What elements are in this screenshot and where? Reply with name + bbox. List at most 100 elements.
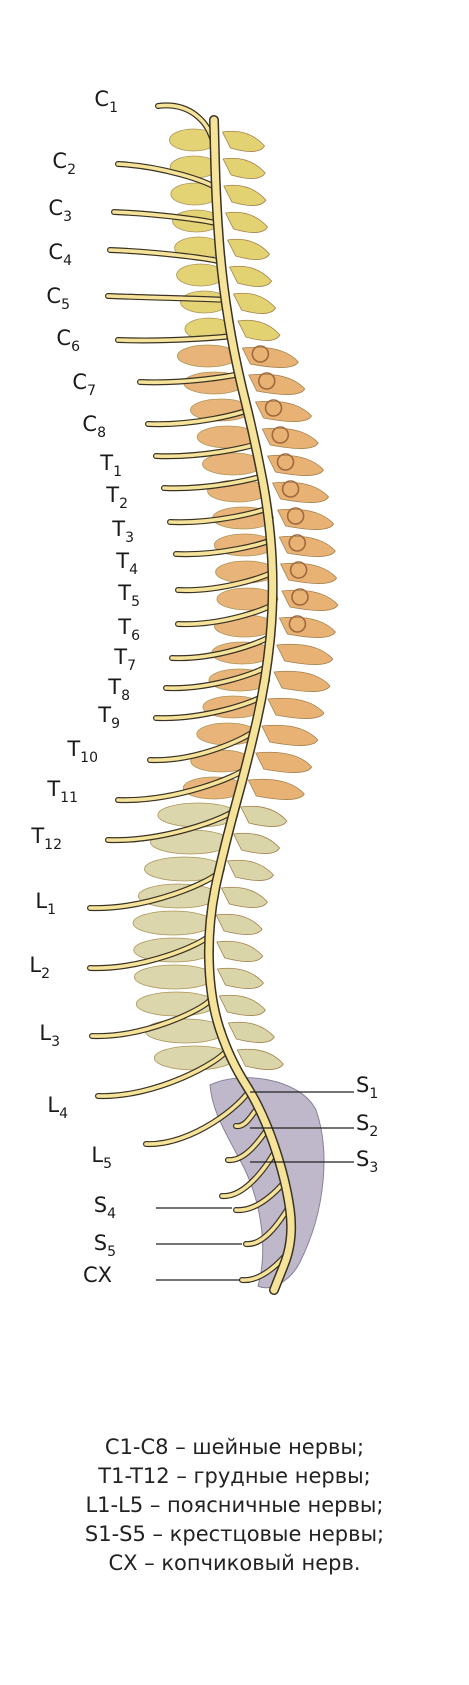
nerve-label-index: 1 [369, 1086, 378, 1102]
spinous-process [232, 832, 281, 854]
rib-head [257, 372, 276, 390]
nerve-label: T8 [107, 675, 130, 704]
spinal-nerve [96, 1048, 229, 1098]
vertebra [134, 964, 215, 990]
rib-head [264, 399, 283, 417]
legend-line-sacral: S1-S5 – крестцовые нервы; [84, 1522, 385, 1546]
nerve-label: C8 [82, 412, 106, 441]
nerve-label: L4 [47, 1093, 68, 1122]
spinous-process [254, 400, 312, 422]
spinous-process [215, 913, 263, 935]
nerve-label-letter: T [99, 451, 113, 475]
nerve-label: T6 [117, 615, 140, 644]
nerve-label: T3 [111, 517, 134, 546]
rib-head [281, 480, 300, 498]
spinous-process [226, 238, 271, 260]
nerve-label-letter: S [356, 1073, 369, 1097]
nerve-label-letter: C [52, 149, 67, 173]
nerve-label-index: 2 [369, 1124, 378, 1140]
spinous-process [247, 778, 305, 800]
nerve-label-letter: S [94, 1231, 107, 1255]
spinous-process [216, 967, 264, 989]
nerve-label-letter: C [82, 412, 97, 436]
spinous-process [226, 859, 274, 881]
spinous-process [279, 562, 338, 584]
nerve-label-letter: T [111, 517, 125, 541]
nerve-label-letter: C [48, 240, 63, 264]
nerve-label-index: 10 [80, 750, 98, 766]
legend-line-cervical: C1-C8 – шейные нервы; [104, 1435, 365, 1459]
vertebra [137, 883, 219, 909]
label-leader-lines [156, 1091, 354, 1281]
spinal-cord [205, 116, 295, 1294]
rib-head [291, 588, 309, 606]
nerve-label-index: 3 [63, 209, 72, 225]
spinous-process [273, 670, 331, 692]
spinous-process [220, 886, 268, 908]
spinous-process [232, 292, 277, 314]
nerve-label: S5 [94, 1231, 116, 1260]
spinous-process [267, 697, 325, 719]
nerve-label-letter: L [35, 889, 47, 913]
legend-line-lumbar: L1-L5 – поясничные нервы; [85, 1493, 384, 1517]
nerve-label-letter: C [56, 326, 71, 350]
nerve-label-letter: T [117, 615, 131, 639]
nerve-label-index: 8 [121, 688, 130, 704]
nerve-label-index: 1 [113, 464, 122, 480]
nerve-label-letter: L [91, 1143, 103, 1167]
nerve-label-index: 6 [71, 339, 80, 355]
nerve-label-index: 9 [111, 716, 120, 732]
nerve-labels: C1C2C3C4C5C6C7C8T1T2T3T4T5T6T7T8T9T10T11… [29, 87, 378, 1287]
nerve-label-index: 5 [103, 1156, 112, 1172]
nerve-label-index: 4 [59, 1106, 68, 1122]
rib-head [288, 615, 307, 633]
nerve-label: C5 [46, 284, 70, 313]
nerve-label: C2 [52, 149, 76, 178]
spinous-process [255, 751, 313, 773]
spinous-process [236, 1048, 284, 1070]
nerve-label-index: 3 [125, 530, 134, 546]
spinous-process [241, 346, 299, 368]
nerve-label: C1 [94, 87, 118, 116]
legend-line-coccygeal: CX – копчиковый нерв. [108, 1551, 361, 1575]
nerve-label-index: 1 [109, 100, 118, 116]
nerve-label-letter: C [72, 370, 87, 394]
nerve-label: L3 [39, 1021, 60, 1050]
spinal-nerve [144, 1088, 251, 1146]
nerve-label: T7 [113, 645, 136, 674]
nerve-label: C4 [48, 240, 72, 269]
nerve-label-letter: T [30, 824, 44, 848]
nerve-label-index: 7 [127, 658, 136, 674]
nerve-label-letter: C [94, 87, 109, 111]
vertebral-column [132, 128, 339, 1289]
vertebra [216, 587, 279, 611]
spinous-process [224, 211, 269, 233]
nerve-label: T11 [46, 777, 78, 806]
nerve-label: T1 [99, 451, 122, 480]
nerve-label-letter: T [117, 581, 131, 605]
spinous-process [221, 130, 265, 152]
nerve-label: L5 [91, 1143, 112, 1172]
spinous-process [216, 940, 264, 962]
nerve-label: C7 [72, 370, 96, 399]
nerve-label-letter: L [47, 1093, 59, 1117]
nerve-label-letter: C [48, 196, 63, 220]
spinous-process [229, 265, 273, 287]
nerve-label-index: 3 [51, 1034, 60, 1050]
nerve-label: S3 [356, 1147, 378, 1176]
nerve-label: L2 [29, 953, 50, 982]
nerve-label-index: 6 [131, 628, 140, 644]
nerve-label: T12 [30, 824, 62, 853]
nerve-label-letter: T [46, 777, 60, 801]
nerve-label-index: 1 [47, 902, 56, 918]
nerve-label-letter: T [66, 737, 80, 761]
nerve-label-index: 7 [87, 383, 96, 399]
nerve-label-index: 2 [119, 496, 128, 512]
nerve-label-index: 2 [67, 162, 76, 178]
nerve-label-letter: S [94, 1193, 107, 1217]
nerve-label-letter: T [113, 645, 127, 669]
vertebra [132, 910, 214, 936]
nerve-label: T10 [66, 737, 98, 766]
nerve-label: T4 [115, 549, 138, 578]
nerve-label-index: 4 [63, 253, 72, 269]
